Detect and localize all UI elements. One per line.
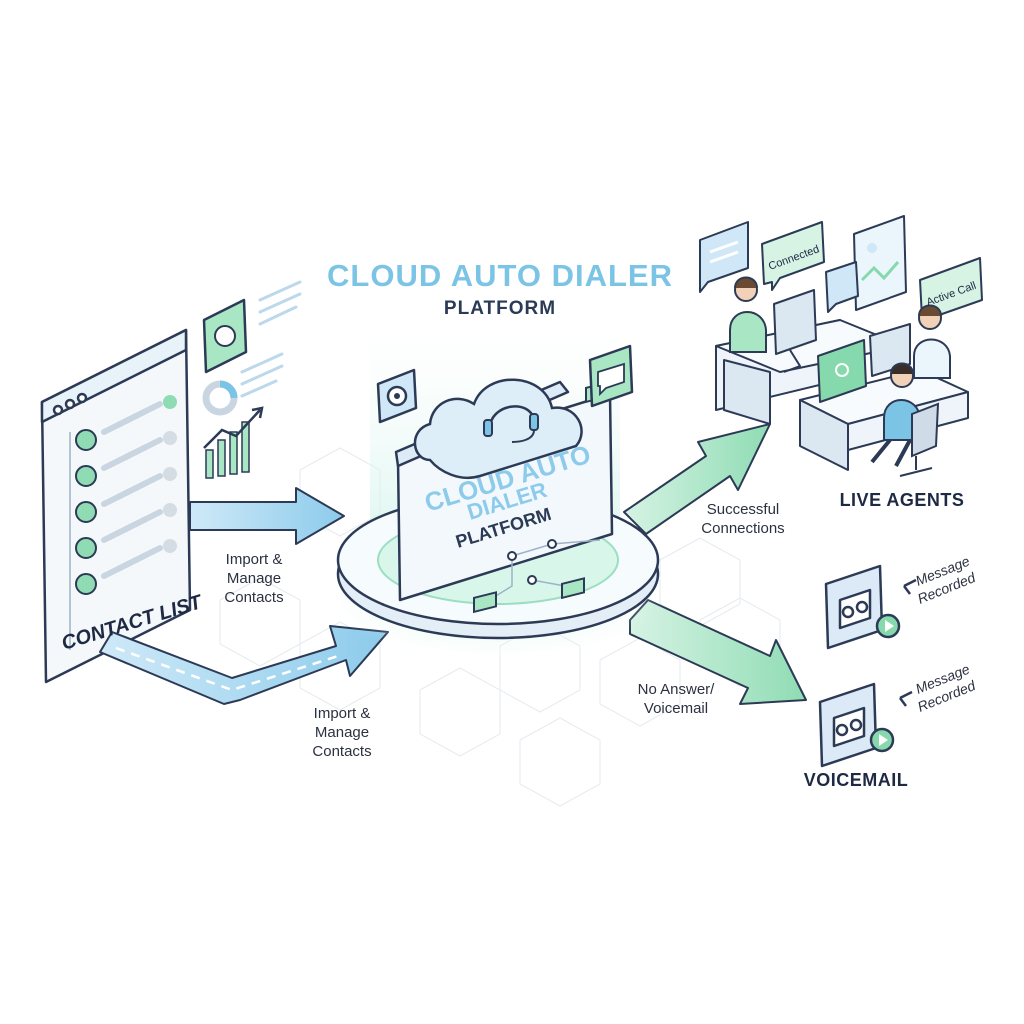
flow-label-line: No Answer/ (637, 681, 715, 698)
phone-icon (75, 573, 97, 595)
flow-label-line: Successful (706, 501, 780, 518)
connected-bubble (761, 221, 825, 291)
flow-label-no-answer: No Answer/ Voicemail (626, 680, 726, 718)
flow-label-line: Connections (701, 520, 785, 537)
diagram-title: CLOUD AUTO DIALER (327, 258, 673, 293)
chat-tile-icon (588, 344, 634, 408)
flow-label-successful-connections: Successful Connections (688, 500, 798, 538)
contact-row (75, 467, 177, 523)
arrow-import-bottom-road (99, 625, 389, 705)
chat-bubble-icon (699, 221, 749, 293)
phone-icon (75, 465, 97, 487)
donut-chart-icon (202, 380, 238, 416)
monitor-icon (817, 339, 867, 403)
contact-row (75, 539, 177, 595)
arrow-no-answer (629, 599, 807, 705)
phone-icon (75, 537, 97, 559)
voicemail-device-bottom (818, 682, 913, 768)
arrow-left-icon (899, 690, 913, 707)
flow-label-line: Import & (225, 551, 283, 568)
flow-label-line: Manage (226, 570, 282, 587)
contact-list-panel (40, 328, 192, 684)
arrow-left-icon (903, 578, 917, 595)
voicemail-icon (841, 605, 855, 619)
diagram-subtitle: PLATFORM (443, 298, 557, 319)
analytics-card-icon (853, 215, 907, 311)
agent-person (913, 304, 951, 379)
voicemail-device-top (824, 564, 917, 650)
flow-label-line: Contacts (224, 589, 284, 606)
monitor-icon (773, 289, 817, 355)
text-lines-decoration (240, 280, 302, 398)
flow-label-line: Voicemail (643, 700, 709, 717)
arrow-import-top (189, 487, 345, 545)
window-dot-icon (76, 392, 88, 404)
gear-tile-icon (376, 368, 418, 424)
flow-label-line: Contacts (312, 743, 372, 760)
arrow-successful-connections (623, 423, 771, 535)
flow-label-import-top: Import & Manage Contacts (204, 550, 304, 607)
phone-icon (75, 501, 97, 523)
contact-rows (75, 395, 177, 595)
phone-icon (75, 429, 97, 451)
cloud-icon (413, 378, 583, 479)
bar-chart-icon (203, 406, 264, 479)
agent-person (729, 276, 767, 353)
flow-label-import-bottom: Import & Manage Contacts (292, 704, 392, 761)
contact-row (75, 395, 177, 451)
voicemail-label: VOICEMAIL (803, 770, 909, 790)
flow-label-line: Import & (313, 705, 371, 722)
chat-bubble-small-icon (825, 261, 859, 313)
voicemail-icon (835, 723, 849, 737)
phone-tile-icon (202, 298, 248, 374)
contact-row (75, 431, 177, 487)
office-chair-icon (899, 402, 940, 477)
window-dot-icon (64, 398, 76, 410)
contact-row (75, 503, 177, 559)
flow-label-line: Manage (314, 724, 370, 741)
live-agents-label: LIVE AGENTS (839, 490, 965, 510)
window-dot-icon (52, 404, 64, 416)
